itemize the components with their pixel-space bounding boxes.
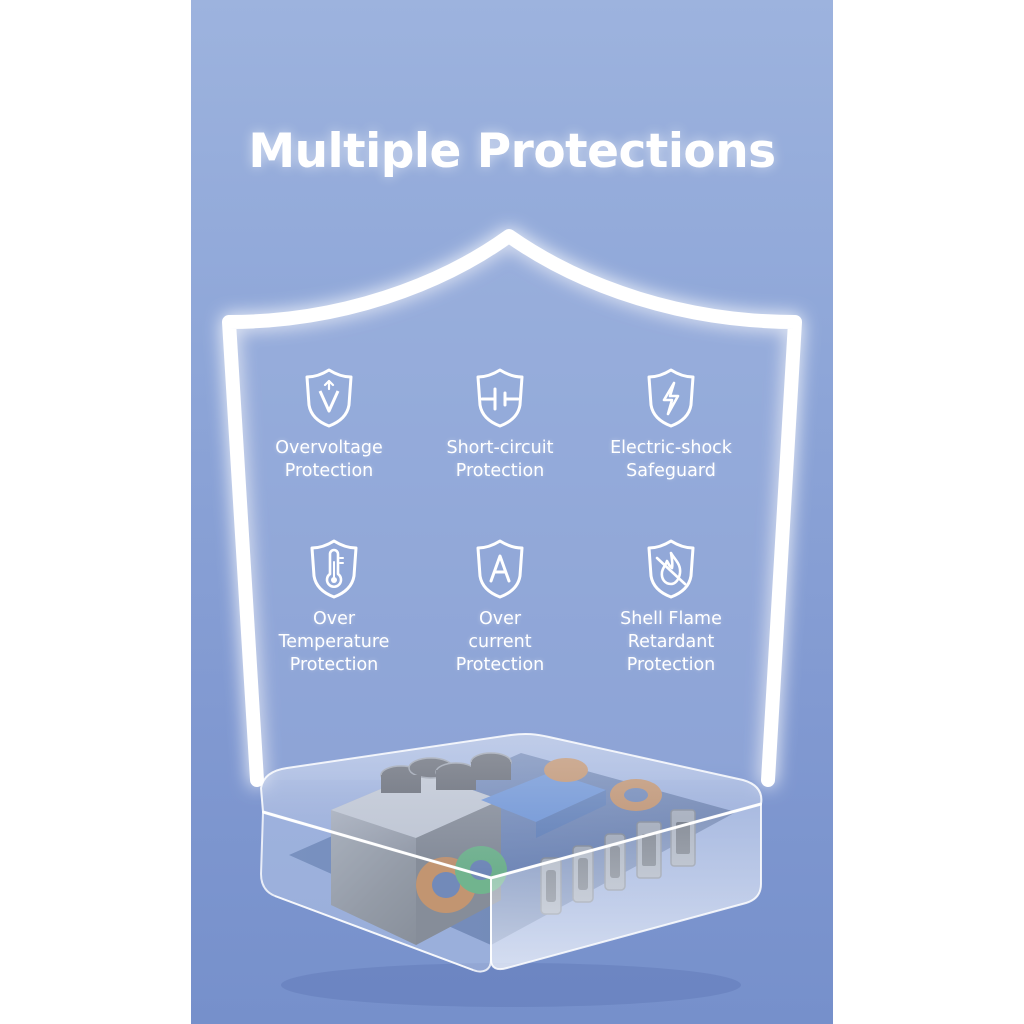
- headline: Multiple Protections: [248, 124, 776, 179]
- shield-circuit-icon: [476, 368, 524, 428]
- transparent-charger-device: [259, 732, 763, 1007]
- shield-thermometer-icon: [310, 539, 358, 599]
- shield-lightning-icon: [647, 368, 695, 428]
- large-shield-outline: [222, 229, 802, 787]
- shield-v-icon: [305, 368, 353, 428]
- shield-flame-icon: [647, 539, 695, 599]
- shield-a-icon: [476, 539, 524, 599]
